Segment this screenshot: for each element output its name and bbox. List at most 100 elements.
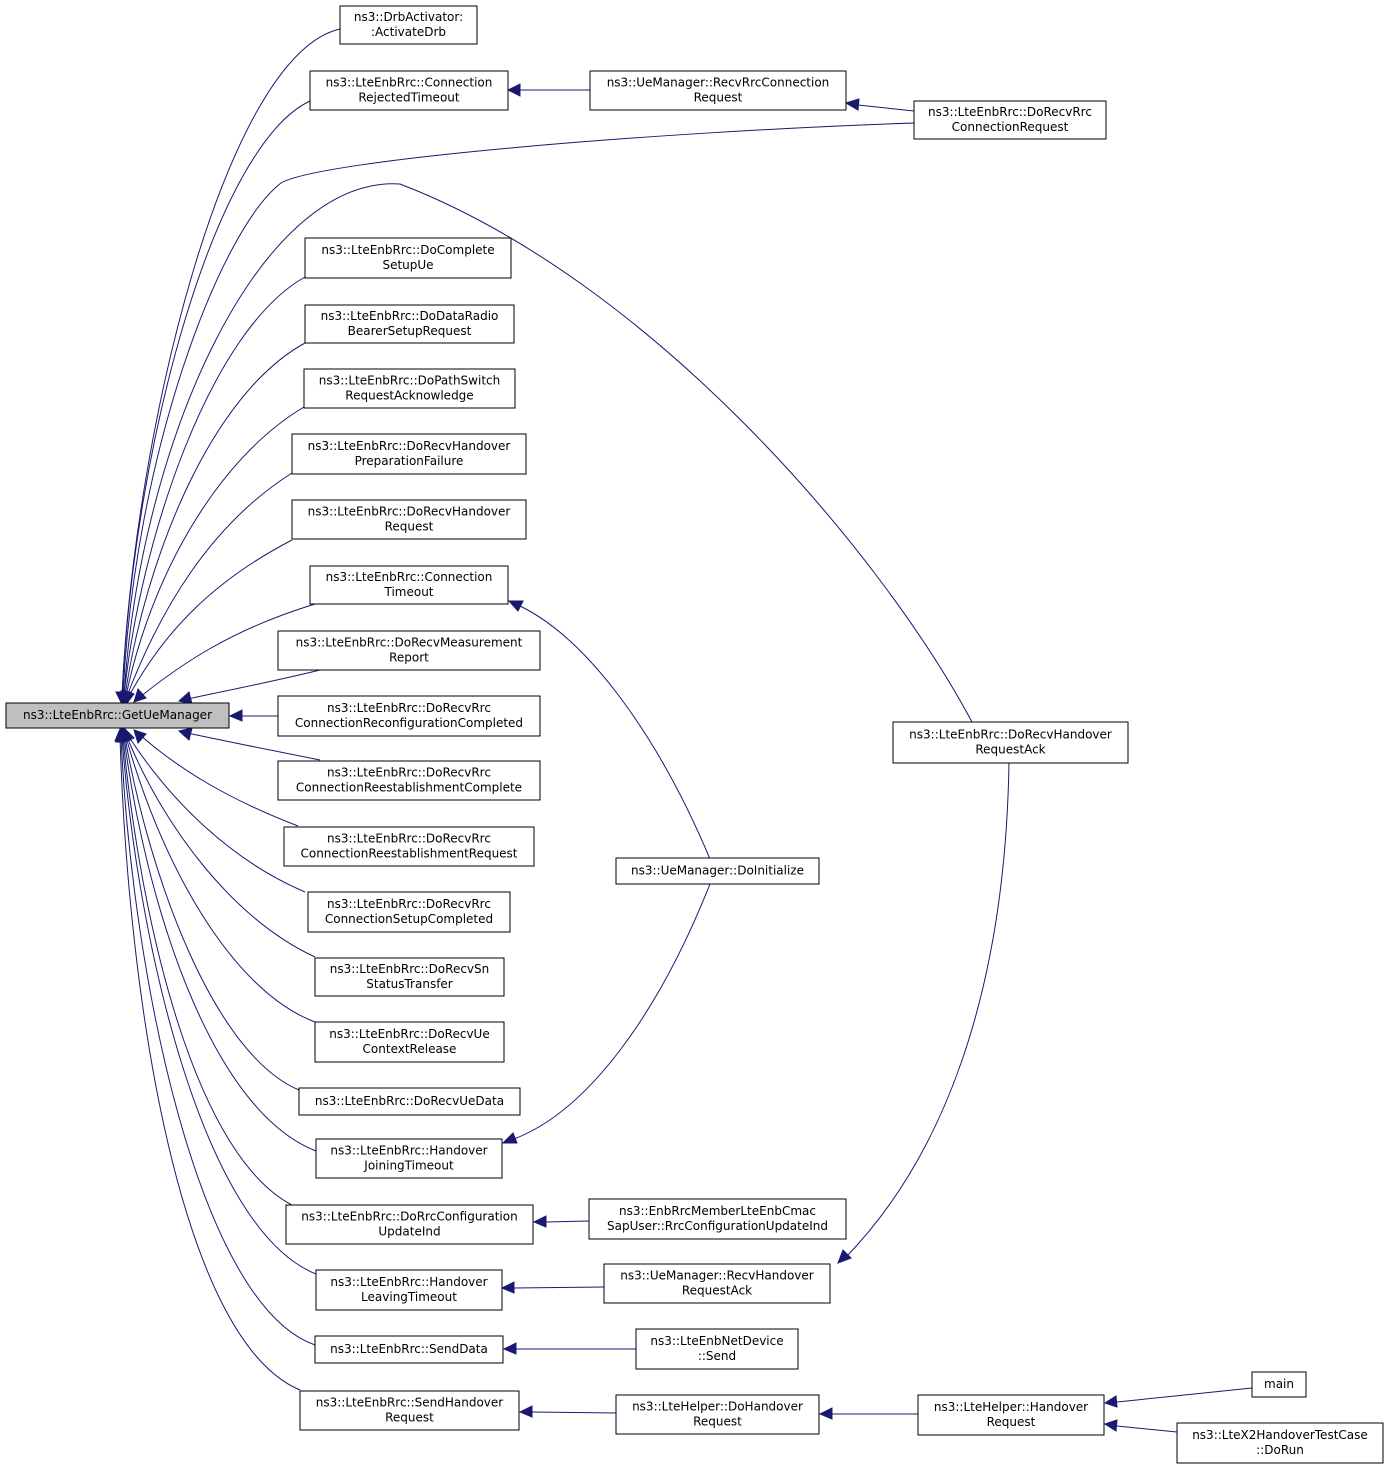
- node-label-line: RejectedTimeout: [358, 91, 460, 105]
- node-label-line: ns3::LteEnbRrc::DoRecvRrc: [928, 105, 1092, 119]
- node-label-line: StatusTransfer: [366, 977, 453, 991]
- edge-do-complete-setup-to-root: [117, 276, 306, 706]
- node-box: [303, 368, 516, 409]
- node-label-line: ns3::LteEnbRrc::DoRecvUe: [329, 1027, 489, 1041]
- node-box: [291, 433, 527, 475]
- node-label-line: LeavingTimeout: [361, 1290, 457, 1304]
- edge-ue-recv-ho-ack-to-do-ho-request-ack: [837, 762, 1010, 1264]
- node-box: [314, 1335, 504, 1364]
- node-label-line: Request: [693, 1415, 742, 1429]
- node-label-line: ns3::LteEnbRrc::Handover: [330, 1144, 487, 1158]
- node-label-line: ns3::LteEnbRrc::DoRecvRrc: [327, 832, 491, 846]
- edge-do-recv-rrc-req-to-ue-recv-rrc-req: [844, 98, 915, 112]
- node-box: [635, 1328, 799, 1370]
- node-box: [315, 1138, 503, 1179]
- node-label-line: RequestAcknowledge: [345, 389, 473, 403]
- edge-net-device-send-to-send-data: [502, 1342, 636, 1355]
- node-do-reest-complete[interactable]: ns3::LteEnbRrc::DoRecvRrcConnectionReest…: [277, 760, 541, 801]
- node-ue-do-initialize[interactable]: ns3::UeManager::DoInitialize: [615, 857, 820, 885]
- node-label-line: ConnectionReestablishmentComplete: [296, 781, 522, 795]
- node-label-line: SapUser::RrcConfigurationUpdateInd: [607, 1219, 828, 1233]
- node-do-data-radio[interactable]: ns3::LteEnbRrc::DoDataRadioBearerSetupRe…: [304, 304, 515, 344]
- node-box: [615, 857, 820, 885]
- node-label-line: ns3::EnbRrcMemberLteEnbCmac: [619, 1204, 816, 1218]
- node-label-line: ns3::LteEnbRrc::GetUeManager: [23, 708, 212, 722]
- node-label-line: main: [1264, 1377, 1294, 1391]
- node-root[interactable]: ns3::LteEnbRrc::GetUeManager: [5, 702, 230, 729]
- node-label-line: ns3::LteEnbRrc::DoRecvRrc: [327, 897, 491, 911]
- node-box: [277, 630, 541, 671]
- node-do-reconf-completed[interactable]: ns3::LteEnbRrc::DoRecvRrcConnectionRecon…: [277, 695, 541, 737]
- node-label-line: ns3::LteEnbRrc::DoRecvHandover: [308, 439, 511, 453]
- node-box: [283, 826, 535, 867]
- node-label-line: ns3::UeManager::RecvHandover: [620, 1269, 814, 1283]
- node-label-line: ConnectionReestablishmentRequest: [300, 847, 517, 861]
- edge-do-ho-request-ack-to-root: [117, 183, 973, 723]
- node-main[interactable]: main: [1251, 1371, 1307, 1398]
- node-do-ho-prep-fail[interactable]: ns3::LteEnbRrc::DoRecvHandoverPreparatio…: [291, 433, 527, 475]
- edge-ue-recv-rrc-req-to-conn-rejected: [506, 83, 590, 97]
- node-label-line: ns3::LteEnbRrc::DoRecvUeData: [315, 1094, 504, 1108]
- node-label-line: ns3::LteEnbRrc::Connection: [326, 76, 493, 90]
- node-label-line: ns3::LteEnbRrc::Handover: [330, 1275, 487, 1289]
- node-do-recv-ue-data[interactable]: ns3::LteEnbRrc::DoRecvUeData: [298, 1087, 521, 1116]
- node-box: [589, 70, 847, 111]
- node-box: [603, 1263, 831, 1304]
- edge-activate-drb-to-root: [115, 28, 341, 706]
- node-box: [307, 891, 511, 933]
- node-enb-cmac-sap[interactable]: ns3::EnbRrcMemberLteEnbCmacSapUser::RrcC…: [588, 1198, 847, 1240]
- node-label-line: ns3::LteEnbRrc::DoRecvMeasurement: [296, 636, 523, 650]
- node-label-line: ns3::LteEnbRrc::DoComplete: [321, 243, 494, 257]
- node-label-line: Timeout: [383, 585, 433, 599]
- node-do-path-switch[interactable]: ns3::LteEnbRrc::DoPathSwitchRequestAckno…: [303, 368, 516, 409]
- node-box: [917, 1394, 1105, 1436]
- node-label-line: ns3::LteEnbRrc::DoPathSwitch: [319, 374, 500, 388]
- node-label-line: :ActivateDrb: [371, 25, 446, 39]
- edge-ue-recv-ho-ack-to-ho-leaving-timeout: [500, 1281, 605, 1294]
- node-box: [277, 760, 541, 801]
- node-activate-drb[interactable]: ns3::DrbActivator::ActivateDrb: [339, 5, 478, 45]
- node-conn-rejected[interactable]: ns3::LteEnbRrc::ConnectionRejectedTimeou…: [309, 70, 509, 111]
- node-do-setup-completed[interactable]: ns3::LteEnbRrc::DoRecvRrcConnectionSetup…: [307, 891, 511, 933]
- node-box: [913, 100, 1107, 140]
- node-label-line: ns3::LteEnbRrc::SendHandover: [316, 1396, 503, 1410]
- call-edges: [114, 28, 1253, 1433]
- node-net-device-send[interactable]: ns3::LteEnbNetDevice::Send: [635, 1328, 799, 1370]
- edge-ue-do-initialize-to-ho-joining-timeout: [501, 883, 711, 1144]
- node-box: [588, 1198, 847, 1240]
- node-do-recv-rrc-req[interactable]: ns3::LteEnbRrc::DoRecvRrcConnectionReque…: [913, 100, 1107, 140]
- edge-main-to-helper-ho: [1103, 1387, 1253, 1408]
- node-label-line: SetupUe: [382, 258, 433, 272]
- node-x2-test-run[interactable]: ns3::LteX2HandoverTestCase::DoRun: [1176, 1422, 1384, 1464]
- node-label-line: RequestAck: [975, 743, 1045, 757]
- edge-do-rrc-conf-update-to-root: [116, 727, 297, 1208]
- node-box: [615, 1394, 820, 1435]
- node-do-reest-request[interactable]: ns3::LteEnbRrc::DoRecvRrcConnectionReest…: [283, 826, 535, 867]
- node-label-line: ns3::LteEnbNetDevice: [650, 1334, 783, 1348]
- node-label-line: ConnectionSetupCompleted: [325, 912, 493, 926]
- node-box: [314, 957, 505, 997]
- edge-do-reest-complete-to-root: [177, 727, 321, 761]
- edge-enb-cmac-sap-to-do-rrc-conf-update: [532, 1215, 590, 1228]
- node-label-line: ConnectionRequest: [952, 120, 1069, 134]
- node-send-data[interactable]: ns3::LteEnbRrc::SendData: [314, 1335, 504, 1364]
- node-box: [309, 565, 509, 605]
- node-label-line: ns3::LteEnbRrc::DoDataRadio: [321, 309, 499, 323]
- node-do-rrc-conf-update[interactable]: ns3::LteEnbRrc::DoRrcConfigurationUpdate…: [285, 1204, 534, 1245]
- node-label-line: ns3::LteEnbRrc::DoRecvSn: [330, 962, 490, 976]
